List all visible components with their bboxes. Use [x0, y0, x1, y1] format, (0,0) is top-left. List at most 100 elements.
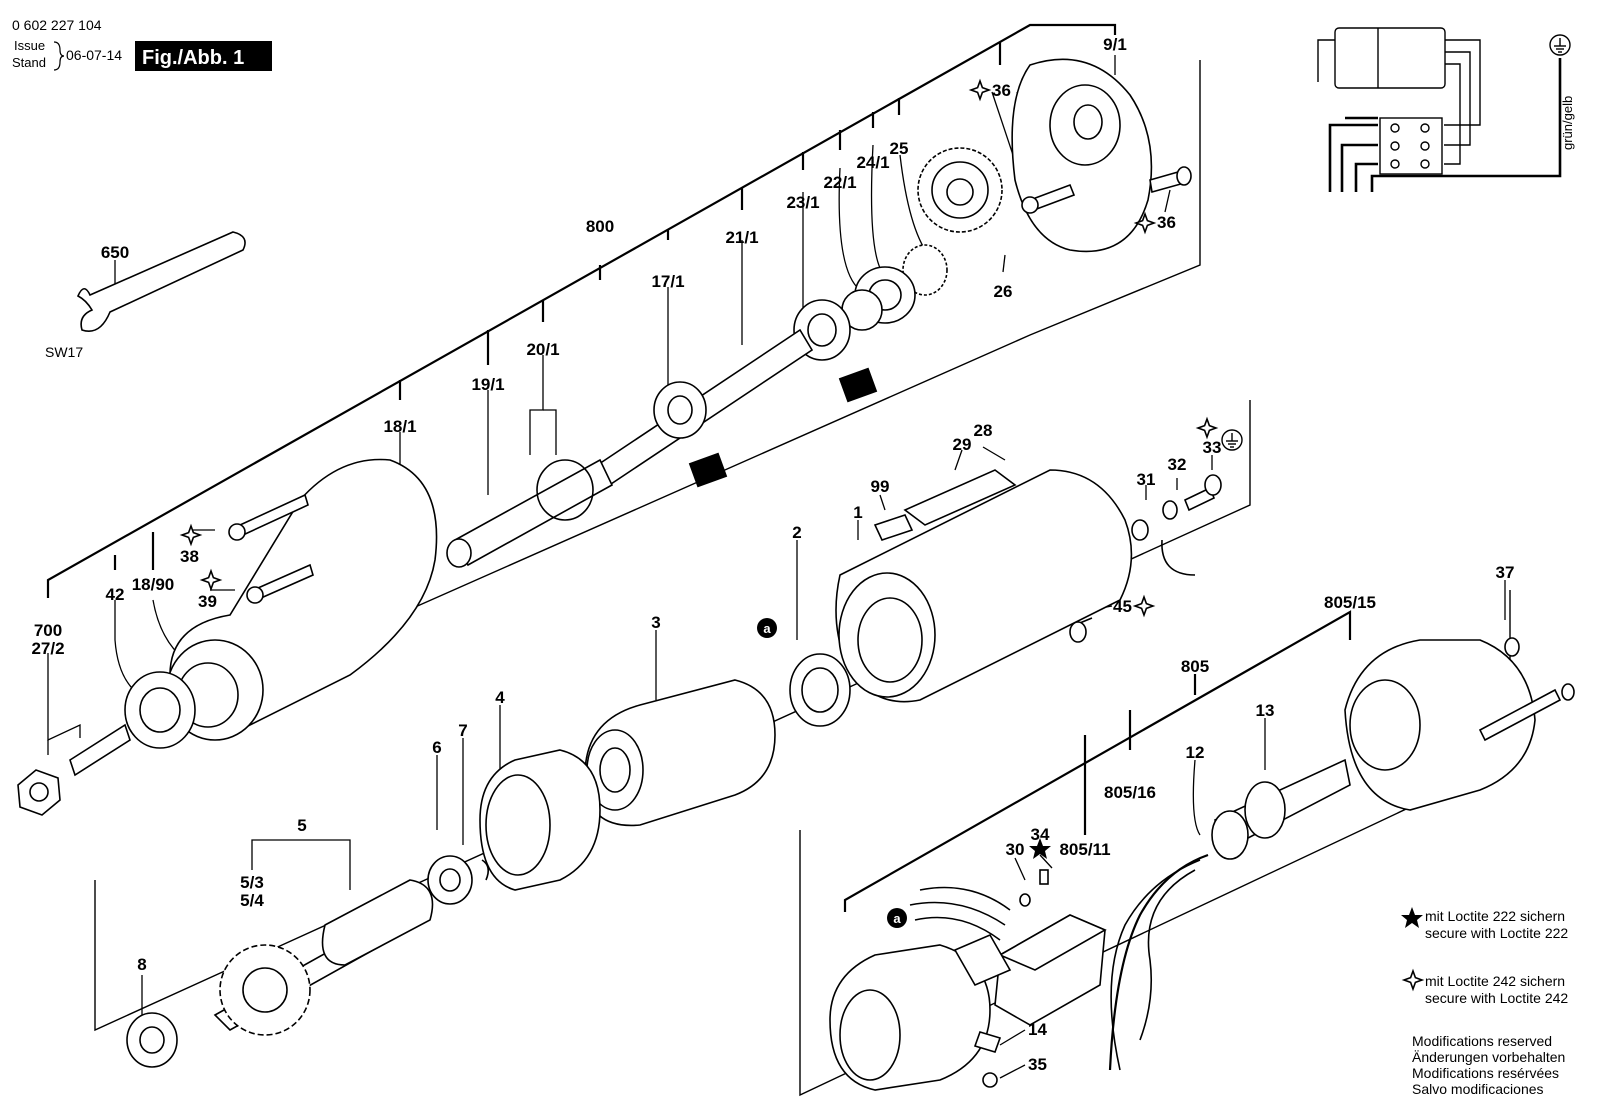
wrench-650 [76, 231, 246, 332]
header: 0 602 227 104 Issue Stand 06-07-14 Fig./… [12, 17, 272, 71]
label-35: 35 [1028, 1055, 1047, 1074]
svg-text:a: a [763, 621, 771, 636]
legend-mod-en: Modifications reserved [1412, 1033, 1552, 1049]
terminal-screws [1390, 123, 1430, 169]
label-14: 14 [1028, 1020, 1047, 1039]
ring-2 [789, 653, 851, 727]
seal-42 [124, 671, 196, 749]
label-99: 99 [871, 477, 890, 496]
legend: mit Loctite 222 sichern secure with Loct… [1401, 907, 1568, 1097]
loctite-242-icon [201, 570, 221, 590]
label-5-4: 5/4 [240, 891, 264, 910]
legend-mod-de: Änderungen vorbehalten [1412, 1049, 1565, 1065]
grease-symbol-2 [688, 452, 728, 488]
label-5: 5 [297, 816, 306, 835]
label-19-1: 19/1 [471, 375, 504, 394]
svg-text:a: a [893, 911, 901, 926]
nameplate-28 [903, 469, 1017, 526]
housing-opening [838, 572, 936, 698]
label-3: 3 [651, 613, 660, 632]
legend-loctite222-en: secure with Loctite 222 [1425, 925, 1568, 941]
label-36b: 36 [1157, 213, 1176, 232]
switch-insert [953, 933, 1012, 987]
label-18-90: 18/90 [132, 575, 175, 594]
bearing-17-1 [653, 381, 707, 439]
field-3 [584, 679, 776, 827]
fan-5-3 [219, 944, 311, 1036]
ground-icon [1221, 429, 1243, 451]
nut-700 [17, 769, 61, 816]
grease-symbol-1 [838, 367, 878, 403]
label-805-16: 805/16 [1104, 783, 1156, 802]
label-37: 37 [1496, 563, 1515, 582]
collet-27-2 [69, 723, 131, 777]
label-805-11: 805/11 [1059, 840, 1110, 859]
screw-37 [1504, 637, 1520, 657]
label-6: 6 [432, 738, 441, 757]
end-cap-805-15 [1344, 639, 1536, 811]
label-24-1: 24/1 [856, 153, 889, 172]
label-20-1: 20/1 [526, 340, 559, 359]
loctite-242-icon [181, 525, 201, 545]
washer-31 [1131, 519, 1149, 541]
loctite-222-icon [1029, 838, 1051, 859]
wiring-diagram [1317, 27, 1571, 192]
label-39: 39 [198, 592, 217, 611]
spindle-thread [453, 458, 614, 567]
label-26: 26 [994, 282, 1013, 301]
part-labels: 9/1 36 36 25 24/1 22/1 23/1 21/1 800 17/… [31, 35, 1514, 1074]
label-8: 8 [137, 955, 146, 974]
label-17-1: 17/1 [651, 272, 684, 291]
marker-a-2: a [887, 908, 907, 928]
legend-mod-es: Salvo modificaciones [1412, 1081, 1544, 1097]
sleeve-4 [479, 749, 601, 891]
terminal-block-symbol [1379, 117, 1443, 175]
group-800-leaders [46, 23, 1117, 598]
screw-34 [1039, 869, 1049, 885]
group-805-leaders [843, 610, 1352, 912]
cable-12 [1108, 853, 1209, 1071]
loctite-242-icon [970, 80, 990, 100]
bearing-6 [427, 855, 473, 905]
loctite-222-icon [1401, 907, 1423, 928]
label-25: 25 [890, 139, 909, 158]
ground-icon [1549, 34, 1571, 56]
armature-5 [321, 879, 434, 966]
label-7: 7 [458, 721, 467, 740]
figure-title-box [135, 41, 272, 71]
label-23-1: 23/1 [786, 193, 819, 212]
label-805: 805 [1181, 657, 1209, 676]
label-28: 28 [974, 421, 993, 440]
issue-label: Issue [14, 38, 45, 53]
label-4: 4 [495, 688, 505, 707]
label-21-1: 21/1 [725, 228, 758, 247]
label-sw17: SW17 [45, 344, 83, 360]
legend-mod-fr: Modifications resérvées [1412, 1065, 1559, 1081]
label-13: 13 [1256, 701, 1275, 720]
label-29: 29 [953, 435, 972, 454]
screw-30 [1019, 893, 1031, 907]
bearing-8 [126, 1012, 178, 1068]
pinion-25 [902, 244, 948, 296]
washer-32 [1162, 500, 1178, 520]
doc-number: 0 602 227 104 [12, 17, 102, 33]
label-12: 12 [1186, 743, 1205, 762]
circlip-7 [481, 859, 490, 881]
screw-33 [1183, 486, 1216, 512]
part-drawings [17, 58, 1575, 1091]
label-45: 45 [1113, 597, 1132, 616]
label-9-1: 9/1 [1103, 35, 1127, 54]
label-42: 42 [106, 585, 125, 604]
figure-title: Fig./Abb. 1 [142, 47, 244, 69]
legend-loctite242-de: mit Loctite 242 sichern [1425, 973, 1565, 989]
label-18-1: 18/1 [383, 417, 416, 436]
ground-wire [1161, 539, 1196, 576]
ground-wire-color: grün/gelb [1560, 96, 1575, 150]
legend-loctite222-de: mit Loctite 222 sichern [1425, 908, 1565, 924]
label-805-15: 805/15 [1324, 593, 1376, 612]
loctite-242-icon [1197, 418, 1217, 438]
circlip-20-1 [536, 459, 594, 521]
label-650: 650 [101, 243, 129, 262]
label-36a: 36 [992, 81, 1011, 100]
